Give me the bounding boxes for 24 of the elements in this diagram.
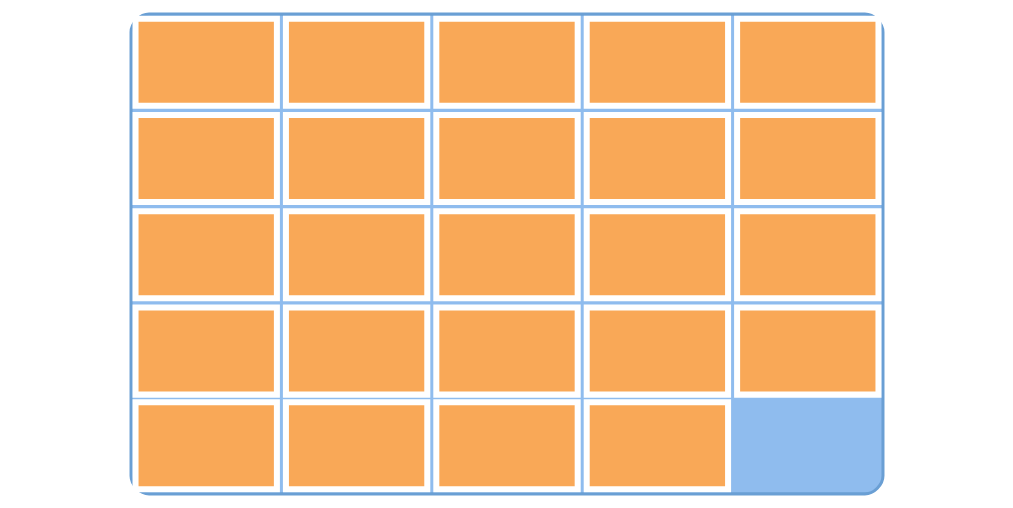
node-box (432, 208, 581, 302)
node-box (282, 15, 430, 109)
node-box (432, 304, 581, 398)
node-box (733, 304, 881, 398)
node-box (282, 399, 430, 493)
node-box (583, 304, 731, 398)
node-box (583, 208, 731, 302)
node-box (132, 208, 280, 302)
node-box (733, 208, 881, 302)
node-box (282, 304, 430, 398)
node-box (132, 304, 280, 398)
node-box (282, 111, 430, 206)
node-box (583, 15, 731, 109)
node-box (733, 111, 881, 206)
node-box (432, 111, 581, 206)
node-box (282, 208, 430, 302)
node-box (583, 111, 731, 206)
node-box (583, 399, 731, 493)
node-box (132, 111, 280, 206)
node-box (132, 399, 280, 493)
node-box (132, 15, 280, 109)
node-box (432, 399, 581, 493)
node-box (432, 15, 581, 109)
node-box (733, 15, 881, 109)
